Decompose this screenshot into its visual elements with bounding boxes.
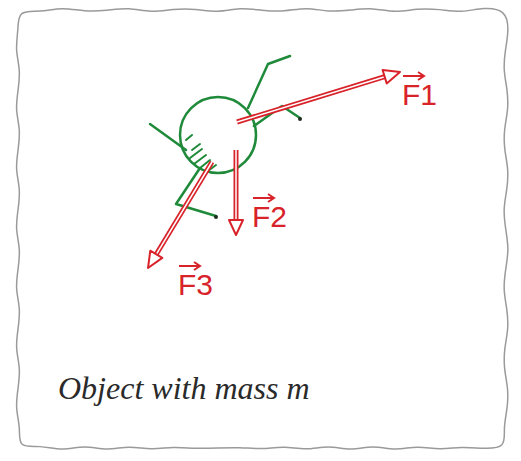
force-arrow bbox=[234, 150, 239, 220]
force-label: F2 bbox=[252, 202, 287, 232]
force-arrow bbox=[237, 77, 385, 122]
hand-dot bbox=[298, 117, 302, 121]
vector-bar bbox=[403, 75, 424, 77]
vector-tip bbox=[418, 72, 424, 80]
paper-outline bbox=[17, 8, 508, 449]
vector-tip bbox=[194, 262, 200, 270]
vector-bar bbox=[253, 197, 274, 199]
vector-arrow bbox=[253, 194, 274, 202]
vector-tip bbox=[268, 194, 274, 202]
foot-dot bbox=[214, 215, 218, 219]
paper-border bbox=[17, 8, 508, 449]
object-figure bbox=[150, 56, 302, 219]
force-arrow bbox=[235, 150, 237, 220]
force-label: F1 bbox=[402, 80, 437, 110]
force-arrow bbox=[156, 162, 212, 254]
arm bbox=[248, 56, 290, 108]
vector-marks bbox=[179, 72, 424, 270]
arrow-head bbox=[383, 70, 400, 83]
vector-arrow bbox=[403, 72, 424, 80]
force-label: F3 bbox=[178, 270, 213, 300]
force-arrow bbox=[156, 162, 212, 254]
vector-bar bbox=[179, 265, 200, 267]
caption: Object with mass m bbox=[58, 372, 310, 404]
arm bbox=[150, 124, 186, 150]
force-arrows bbox=[148, 70, 400, 268]
arrow-head bbox=[229, 220, 243, 235]
vector-arrow bbox=[179, 262, 200, 270]
force-arrow bbox=[237, 77, 385, 122]
arrow-head bbox=[148, 251, 162, 268]
object-body bbox=[180, 97, 256, 173]
